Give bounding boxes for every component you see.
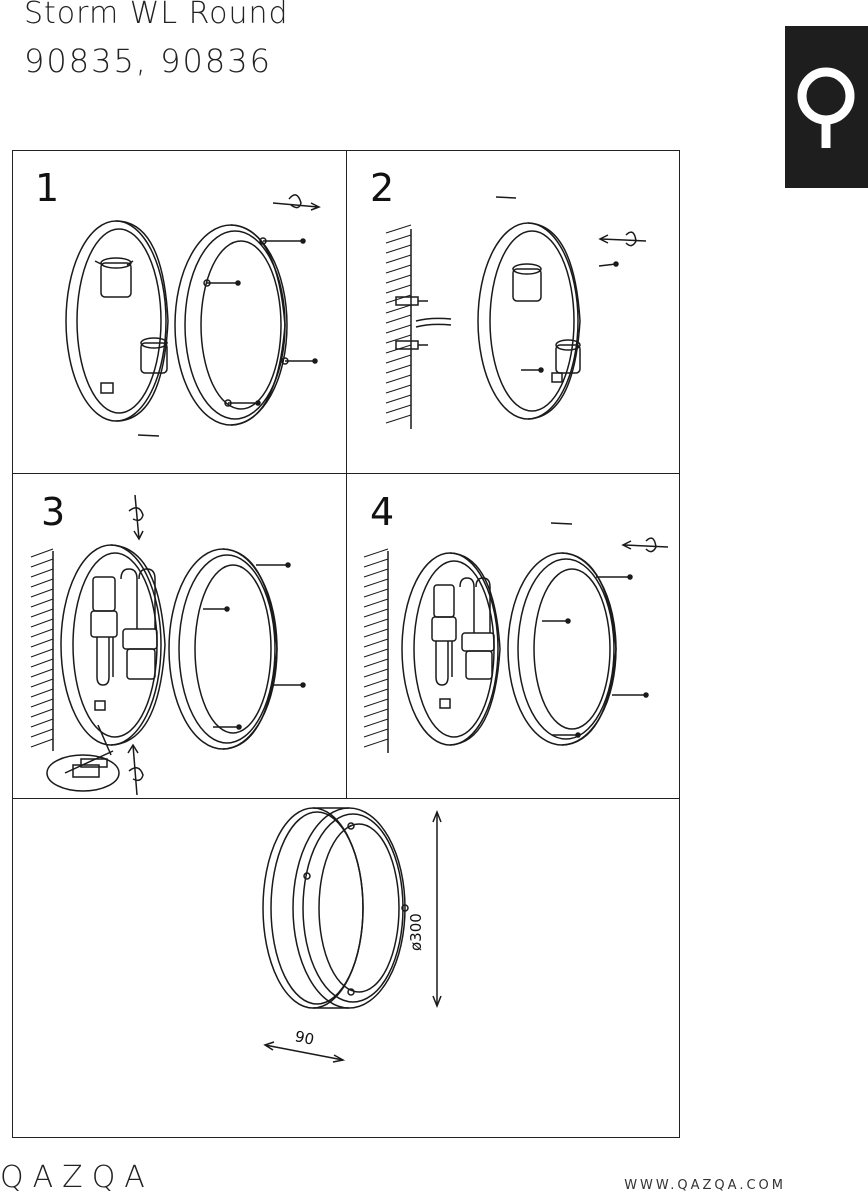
diameter-label: ø300 xyxy=(407,913,425,951)
step-number-3: 3 xyxy=(41,490,66,534)
footer-url[interactable]: WWW.QAZQA.COM xyxy=(624,1178,786,1193)
footer-brand: QAZQA xyxy=(0,1160,154,1195)
document-title: Storm WL Round xyxy=(24,0,289,31)
step-4-illustration xyxy=(363,522,669,753)
dimensions-illustration xyxy=(262,807,442,1063)
grid-divider xyxy=(13,798,679,799)
step-3-illustration xyxy=(30,494,306,796)
grid-divider xyxy=(346,151,347,798)
step-1-illustration xyxy=(65,194,321,437)
product-codes: 90835, 90836 xyxy=(24,42,272,80)
instruction-grid: 1 2 3 4 xyxy=(12,150,680,1138)
depth-label: 90 xyxy=(293,1027,316,1049)
step-number-4: 4 xyxy=(370,490,395,534)
brand-logo xyxy=(785,26,868,188)
step-number-1: 1 xyxy=(35,166,60,210)
q-logo-icon xyxy=(797,67,855,148)
step-number-2: 2 xyxy=(370,166,395,210)
step-2-illustration xyxy=(385,196,647,429)
